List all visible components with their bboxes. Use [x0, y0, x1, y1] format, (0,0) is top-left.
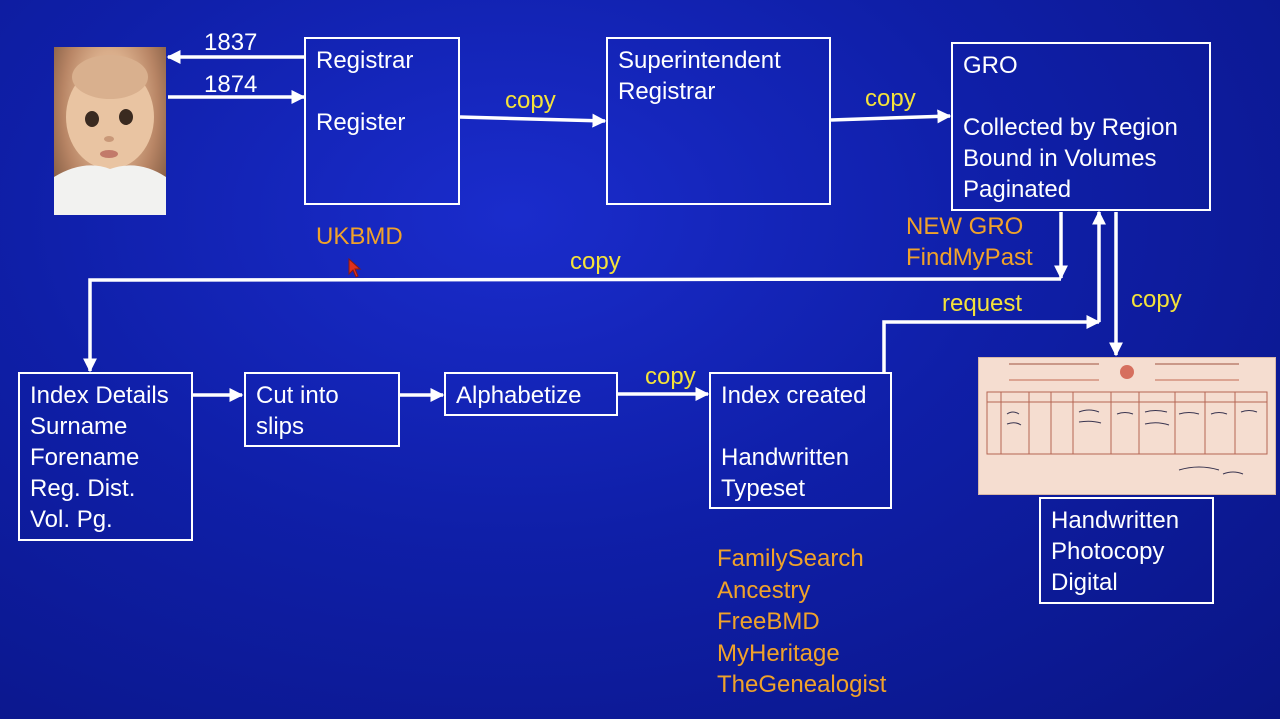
certificate-formats-box: Handwritten Photocopy Digital	[1039, 497, 1214, 604]
year-1837-label: 1837	[204, 29, 258, 56]
gro-line-2	[963, 81, 1199, 112]
index-created-line-4: Typeset	[721, 475, 806, 502]
index-details-line-1: Index Details	[30, 382, 169, 409]
site-myheritage: MyHeritage	[717, 639, 840, 667]
arrow-long-copy-to-index-details	[83, 277, 1062, 373]
superintendent-registrar-box: Superintendent Registrar	[606, 37, 831, 205]
copy-label-gro-certificate: copy	[1131, 286, 1182, 313]
copy-label-long: copy	[570, 248, 621, 275]
cut-slips-line-1: Cut into	[256, 382, 339, 409]
registrar-line-2	[316, 76, 448, 107]
registrar-box: Registrar Register	[304, 37, 460, 205]
baby-illustration	[54, 55, 166, 215]
cut-into-slips-box: Cut into slips	[244, 372, 400, 447]
birth-certificate-image	[978, 357, 1276, 495]
baby-photo	[54, 47, 166, 215]
index-created-line-2	[721, 411, 880, 442]
site-familysearch: FamilySearch	[717, 545, 864, 572]
request-label: request	[942, 290, 1023, 317]
superintendent-line-2: Registrar	[618, 78, 716, 105]
gro-line-3: Collected by Region	[963, 114, 1178, 141]
index-created-line-1: Index created	[721, 382, 867, 409]
index-details-line-3: Forename	[30, 444, 140, 471]
gro-line-4: Bound in Volumes	[963, 145, 1157, 172]
cert-formats-line-2: Photocopy	[1051, 538, 1165, 565]
alphabetize-box: Alphabetize	[444, 372, 618, 416]
index-details-box: Index Details Surname Forename Reg. Dist…	[18, 372, 193, 541]
findmypast-label: FindMyPast	[906, 244, 1033, 271]
index-sites-list: FamilySearch Ancestry FreeBMD MyHeritage…	[717, 543, 886, 701]
index-details-line-2: Surname	[30, 413, 128, 440]
arrow-registrar-to-superintendent	[459, 113, 607, 128]
mouse-cursor-icon	[348, 258, 362, 278]
cert-formats-line-1: Handwritten	[1051, 507, 1180, 534]
site-thegenealogist: TheGenealogist	[717, 671, 887, 698]
index-details-line-5: Vol. Pg.	[30, 506, 113, 533]
copy-label-registrar-superintendent: copy	[505, 87, 556, 114]
alphabetize-line-1: Alphabetize	[456, 382, 582, 409]
cert-formats-line-3: Digital	[1051, 569, 1118, 596]
arrow-index-created-request	[882, 315, 1101, 372]
index-created-line-3: Handwritten	[721, 444, 850, 471]
new-gro-label: NEW GRO	[906, 213, 1024, 240]
site-freebmd: FreeBMD	[717, 608, 820, 635]
certificate-illustration	[979, 358, 1275, 494]
registrar-line-1: Registrar	[316, 47, 414, 74]
copy-label-superintendent-gro: copy	[865, 85, 916, 112]
registrar-line-3: Register	[316, 109, 406, 136]
site-ancestry: Ancestry	[717, 576, 811, 604]
ukbmd-label: UKBMD	[316, 223, 403, 250]
gro-box: GRO Collected by Region Bound in Volumes…	[951, 42, 1211, 211]
index-details-line-4: Reg. Dist.	[30, 475, 136, 502]
cut-slips-line-2: slips	[256, 413, 305, 440]
superintendent-line-1: Superintendent	[618, 47, 781, 74]
copy-label-alphabetize-index: copy	[645, 363, 696, 390]
year-1874-label: 1874	[204, 71, 258, 98]
arrow-superintendent-to-gro	[830, 109, 952, 124]
index-created-box: Index created Handwritten Typeset	[709, 372, 892, 509]
gro-line-1: GRO	[963, 52, 1018, 79]
gro-line-5: Paginated	[963, 176, 1072, 203]
